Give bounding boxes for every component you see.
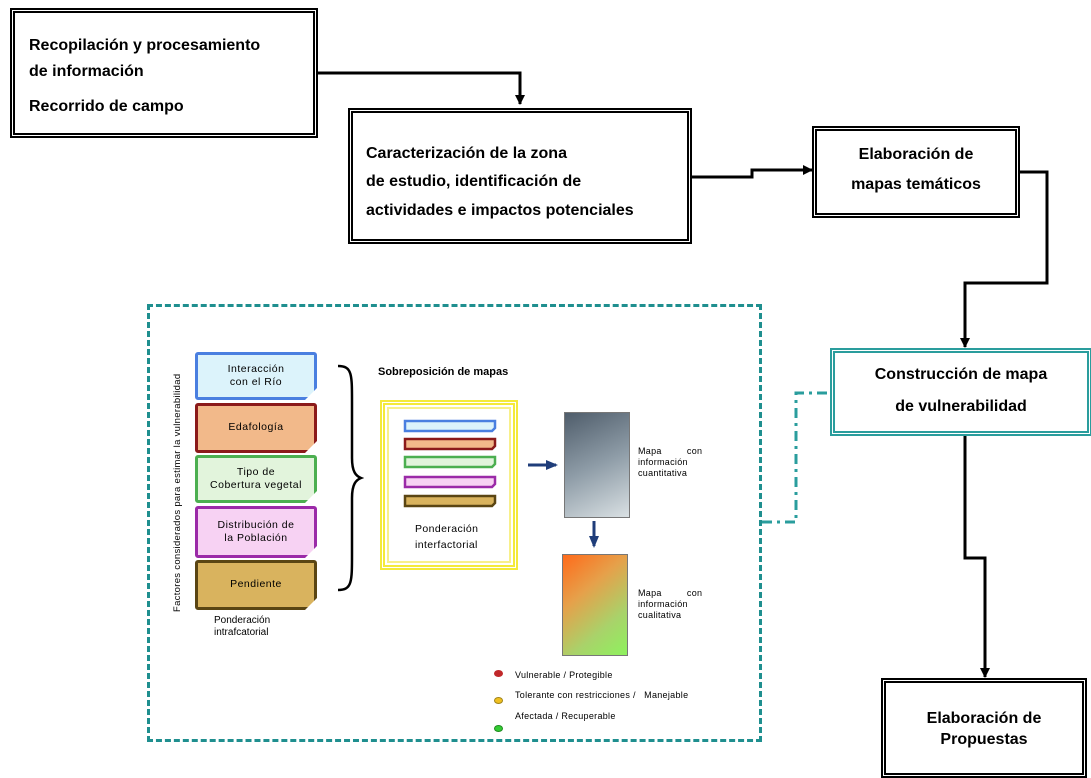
overlay-layer-2 xyxy=(403,437,497,451)
legend-label: Afectada / Recuperable xyxy=(515,711,616,721)
box-mapas-tematicos-line2: mapas temáticos xyxy=(851,176,981,193)
legend-label: Vulnerable / Protegible xyxy=(515,670,613,680)
box-caracterizacion-line3: actividades e impactos potenciales xyxy=(366,201,634,219)
factor-cobertura-line1: Tipo de xyxy=(236,465,276,478)
interfactorial-label: Ponderación interfactorial xyxy=(415,522,478,554)
factor-pendiente: Pendiente xyxy=(195,560,317,610)
overlay-layer-1 xyxy=(403,419,497,433)
box-construccion-line1: Construcción de mapa xyxy=(874,366,1048,383)
factor-edafologia: Edafología xyxy=(195,403,317,453)
connector-recopilacion-caracterizacion xyxy=(318,71,525,105)
box-construccion: Construcción de mapa de vulnerabilidad xyxy=(830,348,1091,436)
box-propuestas-line1: Elaboración de xyxy=(926,710,1042,727)
map-qualitative-line1: Mapa con xyxy=(638,588,703,598)
factor-edafologia-line1: Edafología xyxy=(228,421,284,434)
interfactorial-label-line1: Ponderación xyxy=(415,523,479,535)
box-recopilacion: Recopilación y procesamiento de informac… xyxy=(10,8,318,138)
map-qualitative-caption: Mapa con información cualitativa xyxy=(638,588,703,620)
intrafactorial-label: Ponderación intrafcatorial xyxy=(214,615,270,639)
legend-dot-yellow xyxy=(494,697,503,704)
factor-cobertura-line2: Cobertura vegetal xyxy=(210,479,302,491)
connector-panel-construccion xyxy=(762,391,832,524)
box-recopilacion-line1: Recopilación y procesamiento xyxy=(29,37,261,54)
factor-cobertura-vegetal: Tipo de Cobertura vegetal xyxy=(195,455,317,503)
intrafactorial-label-line2: intrafcatorial xyxy=(214,627,269,638)
box-caracterizacion-line2: de estudio, identificación de xyxy=(366,172,582,190)
map-qualitative xyxy=(562,554,628,656)
overlay-title: Sobreposición de mapas xyxy=(378,366,509,378)
map-quantitative-line1: Mapa con xyxy=(638,446,703,456)
overlay-layer-5 xyxy=(403,494,497,508)
box-construccion-line2: de vulnerabilidad xyxy=(895,398,1027,415)
factor-interaccion-rio: Interacción con el Río xyxy=(195,352,317,400)
legend-item: Afectada / Recuperable xyxy=(494,707,744,732)
box-caracterizacion-line1: Caracterización de la zona xyxy=(366,145,567,162)
legend-dot-green xyxy=(494,725,503,732)
map-quantitative-line3: cuantitativa xyxy=(638,467,688,478)
factors-vertical-label: Factores considerados para estimar la vu… xyxy=(172,373,183,612)
factor-distribucion-line1: Distribución de xyxy=(217,518,295,531)
legend-dot-red xyxy=(494,670,503,677)
box-recopilacion-line3: Recorrido de campo xyxy=(29,98,184,116)
map-qualitative-line2: información xyxy=(638,598,688,609)
legend-item: Tolerante con restricciones / Manejable xyxy=(494,687,744,707)
interfactorial-label-line2: interfactorial xyxy=(415,538,478,551)
factor-interaccion-line2: con el Río xyxy=(229,376,283,388)
vulnerability-legend: Vulnerable / Protegible Tolerante con re… xyxy=(494,669,744,732)
factor-distribucion-poblacion: Distribución de la Población xyxy=(195,506,317,558)
box-recopilacion-line2: de información xyxy=(29,62,144,80)
methodology-panel xyxy=(147,304,762,742)
box-caracterizacion: Caracterización de la zona de estudio, i… xyxy=(348,108,692,244)
factor-pendiente-line1: Pendiente xyxy=(230,578,282,591)
grouping-brace xyxy=(337,364,364,592)
box-mapas-tematicos: Elaboración de mapas temáticos xyxy=(812,126,1020,218)
map-quantitative-line2: información xyxy=(638,456,688,467)
map-qualitative-line3: cualitativa xyxy=(638,609,682,620)
overlay-layer-3 xyxy=(403,455,497,469)
overlay-stack xyxy=(403,419,497,508)
box-mapas-tematicos-line1: Elaboración de xyxy=(858,146,974,163)
legend-label: Tolerante con restricciones / Manejable xyxy=(515,690,689,700)
box-propuestas-line2: Propuestas xyxy=(940,730,1028,748)
factor-distribucion-line2: la Población xyxy=(224,532,288,544)
overlay-layer-4 xyxy=(403,475,497,489)
connector-construccion-propuestas xyxy=(963,436,990,678)
map-quantitative xyxy=(564,412,630,518)
connector-mapas-construccion xyxy=(960,170,1049,348)
intrafactorial-label-line1: Ponderación xyxy=(214,615,271,626)
factor-interaccion-line1: Interacción xyxy=(227,362,285,375)
connector-caracterizacion-mapas xyxy=(692,165,813,179)
legend-item: Vulnerable / Protegible xyxy=(494,669,744,687)
map-quantitative-caption: Mapa con información cuantitativa xyxy=(638,446,703,478)
box-propuestas: Elaboración de Propuestas xyxy=(881,678,1087,778)
